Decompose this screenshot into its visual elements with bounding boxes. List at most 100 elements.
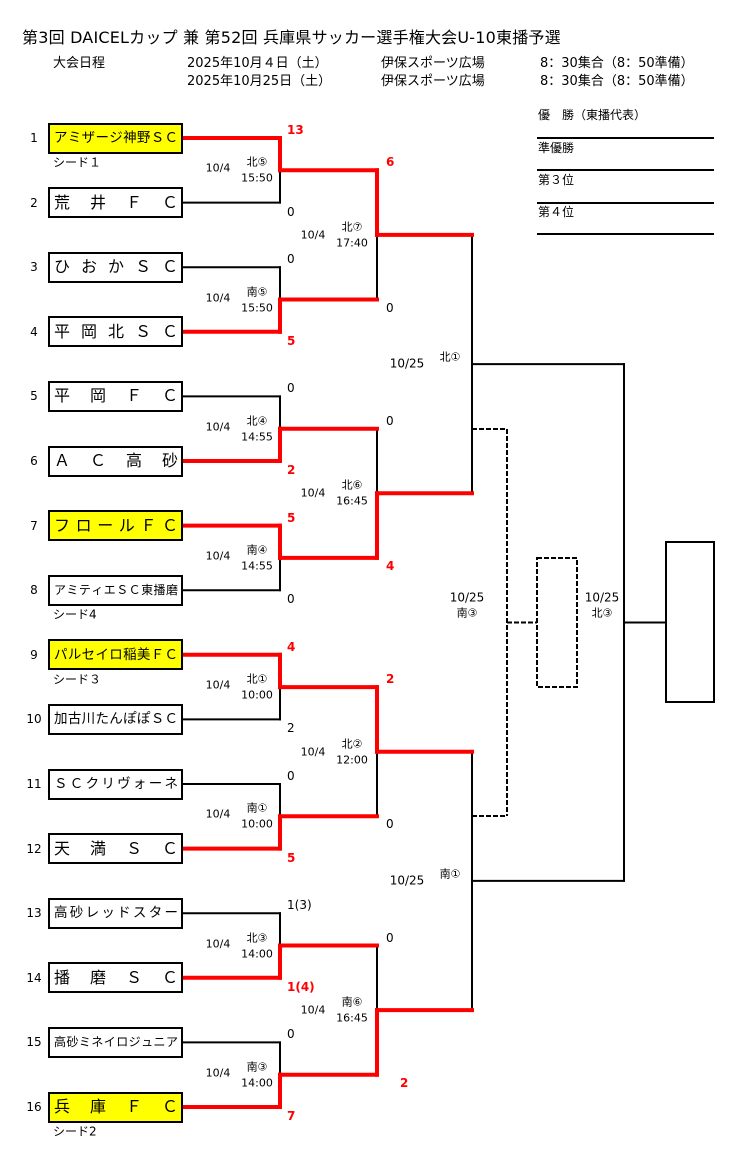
team-number: 8 [30,583,38,598]
schedule-venue: 伊保スポーツ広場 [381,56,485,71]
champion-box [665,541,715,703]
score-top: 4 [287,639,296,654]
match-date: 10/4 [205,291,231,304]
score-bottom: 0 [386,817,394,832]
match-name: 北⑥ [341,478,363,492]
score-bottom: 2 [287,721,295,736]
score-top: 0 [386,930,394,945]
match-time: 14:00 [241,947,273,960]
match-time: 15:50 [241,171,273,185]
team-number: 10 [26,712,42,727]
schedule-label: 大会日程 [53,56,106,71]
page-title: 第3回 DAICELカップ 兼 第52回 兵庫県サッカー選手権大会U-10東播予… [22,28,561,47]
team-number: 1 [30,131,38,145]
match-date: 10/4 [205,678,231,692]
score-bottom: 7 [287,1109,296,1123]
match-name: 北⑤ [246,155,268,169]
seed-label: シード３ [53,672,102,687]
score-top: 0 [287,769,295,783]
team-box[interactable]: 高砂レッドスター [48,897,183,929]
match-name: 北③ [246,931,268,944]
match-name: 北② [341,737,363,751]
match-date: 10/4 [205,937,231,950]
team-number: 7 [30,518,38,533]
team-number: 3 [30,260,38,275]
match-time: 10:00 [241,817,273,831]
third-place-winner-box [536,557,578,688]
match-name: 南⑥ [341,995,363,1009]
team-number: 9 [30,647,38,662]
team-number: 11 [26,777,42,791]
team-name: 高砂ミネイロジュニア [54,1035,178,1050]
match-time: 16:45 [336,494,368,508]
team-number: 5 [30,389,38,404]
match-time: 14:55 [241,430,273,444]
match-name: 南③ [246,1060,268,1074]
score-top: 1(3) [287,898,312,913]
result-line-fourth [537,233,714,235]
match-date: 10/4 [300,1003,326,1017]
schedule-time: 8：30集合（8：50準備） [540,56,694,71]
team-number: 12 [26,841,42,856]
team-box[interactable]: 高砂ミネイロジュニア [48,1026,183,1058]
team-name: 高砂レッドスター [54,905,178,922]
score-bottom: 0 [287,204,295,219]
match-time: 15:50 [241,301,273,314]
semifinal-date: 10/25 [389,873,425,888]
seed-label: シード１ [53,155,102,170]
score-bottom: 4 [386,558,395,573]
team-number: 4 [30,324,38,339]
team-number: 16 [26,1100,42,1114]
match-name: 南⑤ [246,285,268,298]
match-date: 10/4 [300,228,326,242]
score-top: 0 [386,413,394,428]
match-date: 10/4 [205,549,231,563]
score-top: 0 [287,381,295,396]
match-date: 10/4 [300,745,326,759]
final-name: 北③ [591,606,613,620]
match-time: 12:00 [336,753,368,767]
score-top: 2 [386,672,395,687]
team-number: 6 [30,454,38,468]
match-date: 10/4 [205,807,231,821]
match-name: 北⑦ [341,220,363,234]
match-date: 10/4 [300,486,326,500]
match-date: 10/4 [205,420,231,434]
result-label-fourth: 第４位 [538,205,575,219]
schedule-date: 2025年10月25日（土） [187,74,332,89]
score-bottom: 0 [386,300,394,315]
team-number: 2 [30,195,38,210]
third-place-date: 10/25 [449,590,485,605]
score-bottom: 2 [287,463,296,477]
score-top: 5 [287,510,296,525]
match-name: 北④ [246,414,268,428]
score-bottom: 0 [287,592,295,607]
score-top: 0 [287,1027,295,1042]
result-line-runner-up [537,169,714,171]
match-time: 10:00 [241,688,273,702]
match-name: 南① [246,801,268,815]
